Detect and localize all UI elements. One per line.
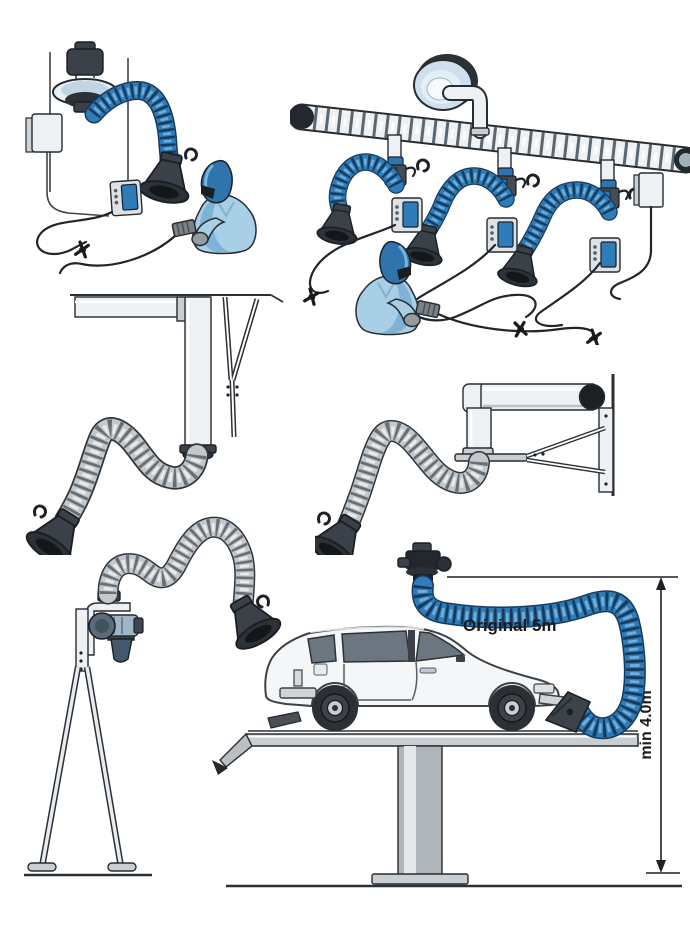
original-length-label: Original 5m bbox=[463, 616, 557, 635]
door-window bbox=[341, 630, 411, 663]
tail-lamp bbox=[293, 669, 303, 687]
scene-central-duct-system bbox=[290, 54, 690, 345]
headlight bbox=[533, 683, 555, 694]
spiral-duct bbox=[290, 105, 690, 172]
wall-junction-box bbox=[25, 113, 63, 153]
wheel-stop bbox=[267, 711, 302, 729]
door-handle bbox=[419, 667, 437, 674]
min-height-label: min 4.0m bbox=[638, 690, 655, 759]
extraction-hood bbox=[136, 147, 198, 208]
scene-ceiling-fan-arm bbox=[25, 41, 258, 275]
welder-figure bbox=[170, 159, 258, 255]
duct-open-end bbox=[578, 383, 606, 411]
stand-frame bbox=[24, 602, 152, 877]
fuel-door bbox=[313, 663, 328, 676]
rear-quarter-window bbox=[307, 634, 337, 664]
wall-duct bbox=[462, 383, 606, 457]
car bbox=[264, 625, 565, 731]
arrowhead-down bbox=[656, 860, 666, 873]
central-fan-unit bbox=[413, 54, 490, 139]
duct-drop-pipes bbox=[387, 134, 615, 183]
arrowhead-up bbox=[656, 577, 666, 590]
fan-unit bbox=[88, 590, 144, 663]
ceiling-beam bbox=[70, 294, 284, 450]
welding-cables bbox=[36, 210, 177, 275]
windshield bbox=[415, 631, 466, 662]
rear-bumper bbox=[279, 687, 317, 699]
lift-post bbox=[371, 745, 469, 885]
scene-stand-mounted-arm bbox=[24, 505, 286, 877]
scene-vehicle-exhaust-lift: min 4.0m bbox=[212, 542, 682, 888]
extraction-arm-hose bbox=[348, 431, 479, 525]
electrical-box bbox=[638, 172, 664, 208]
mirror bbox=[456, 656, 465, 662]
b-pillar bbox=[408, 630, 415, 662]
scene-wall-mounted-arm bbox=[315, 374, 615, 555]
rear-wheel bbox=[312, 685, 358, 731]
front-wheel bbox=[489, 685, 535, 731]
extraction-arm-hose bbox=[94, 90, 169, 157]
lift-platform bbox=[212, 711, 639, 775]
dimension-annotation: min 4.0m bbox=[447, 576, 680, 874]
control-box bbox=[109, 179, 143, 217]
v-bracket bbox=[222, 296, 260, 438]
ramp-tip bbox=[212, 760, 228, 775]
scene-beam-mounted-arm bbox=[25, 294, 284, 555]
welding-cables bbox=[303, 205, 653, 345]
ramp bbox=[219, 732, 253, 768]
exhaust-nozzle bbox=[544, 691, 592, 734]
extraction-arm-hose-1 bbox=[315, 162, 396, 248]
